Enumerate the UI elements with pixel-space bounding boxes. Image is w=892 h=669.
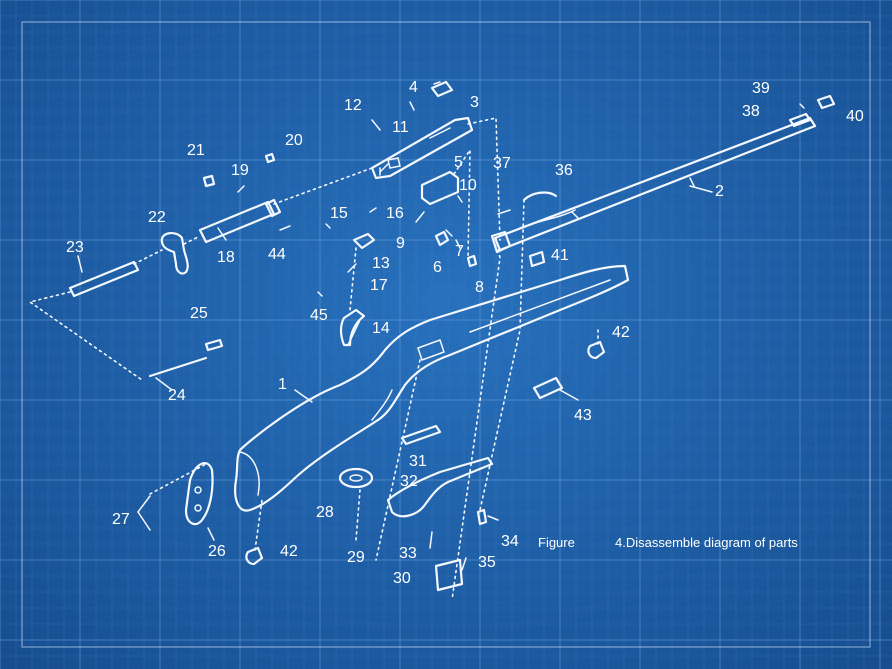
label-part-9: 9 — [396, 235, 405, 252]
label-part-27: 27 — [112, 511, 130, 528]
part-13-sear — [352, 232, 376, 250]
label-part-31: 31 — [409, 453, 427, 470]
part-26-buttplate — [184, 462, 214, 526]
label-part-43: 43 — [574, 407, 592, 424]
label-part-3: 3 — [470, 94, 479, 111]
label-part-2: 2 — [715, 183, 724, 200]
part-41-block — [528, 250, 546, 268]
label-part-8: 8 — [475, 279, 484, 296]
part-23-firing-pin — [68, 260, 140, 298]
caption-text: 4.Disassemble diagram of parts — [615, 535, 798, 550]
assembly-lines — [28, 117, 599, 601]
label-part-41: 41 — [551, 247, 569, 264]
part-43-plate — [532, 376, 564, 400]
part-22-bolt-handle — [160, 232, 189, 275]
part-32-trigger-guard — [386, 456, 494, 518]
label-part-40: 40 — [846, 108, 864, 125]
label-part-28: 28 — [316, 504, 334, 521]
part-24-25-spring — [148, 338, 224, 378]
border-frame — [21, 21, 871, 648]
part-31-plate — [400, 424, 442, 446]
label-part-26: 26 — [208, 543, 226, 560]
label-part-25: 25 — [190, 305, 208, 322]
label-part-42b: 42 — [280, 543, 298, 560]
part-42-swivel — [245, 340, 606, 566]
label-part-38: 38 — [742, 103, 760, 120]
label-part-34: 34 — [501, 533, 519, 550]
label-part-29: 29 — [347, 549, 365, 566]
part-10-pin — [457, 195, 463, 203]
label-part-44: 44 — [268, 246, 286, 263]
label-part-5: 5 — [454, 154, 463, 171]
label-part-17: 17 — [370, 277, 388, 294]
label-part-45: 45 — [310, 307, 328, 324]
part-38-39-40-front-sight — [788, 94, 836, 128]
label-part-1: 1 — [278, 376, 287, 393]
part-28-escutcheon — [338, 467, 374, 489]
label-part-10: 10 — [459, 177, 477, 194]
label-part-42a: 42 — [612, 324, 630, 341]
label-part-11: 11 — [392, 119, 409, 136]
label-part-14: 14 — [372, 320, 390, 337]
label-part-7: 7 — [455, 243, 464, 260]
part-35-magazine — [434, 558, 464, 592]
label-part-12: 12 — [344, 97, 362, 114]
part-14-trigger — [339, 308, 366, 347]
part-44-45-pins — [279, 225, 323, 297]
leader-lines — [77, 81, 713, 571]
caption-prefix: Figure — [538, 535, 575, 550]
label-part-21: 21 — [187, 142, 205, 159]
label-part-15: 15 — [330, 205, 348, 222]
part-18-bolt — [198, 198, 282, 244]
label-part-23: 23 — [66, 239, 84, 256]
part-19-20-21-small — [202, 152, 276, 193]
label-part-18: 18 — [217, 249, 235, 266]
label-part-33: 33 — [399, 545, 417, 562]
part-2-barrel — [490, 116, 817, 254]
label-part-36: 36 — [555, 162, 573, 179]
label-part-4: 4 — [409, 79, 418, 96]
part-labels: 1 2 3 4 5 6 7 8 9 10 11 12 13 14 15 16 1… — [66, 79, 864, 587]
label-part-30: 30 — [393, 570, 411, 587]
label-part-37: 37 — [493, 155, 511, 172]
part-1-stock — [234, 264, 630, 512]
part-11-12-pins — [371, 101, 415, 131]
label-part-32: 32 — [400, 473, 418, 490]
part-6-7-small-parts — [434, 229, 461, 249]
part-36-37-sight — [497, 191, 558, 215]
label-part-6: 6 — [433, 259, 442, 276]
label-part-20: 20 — [285, 132, 303, 149]
label-part-16: 16 — [386, 205, 404, 222]
label-part-39: 39 — [752, 80, 770, 97]
figure-caption: Figure 4.Disassemble diagram of parts — [538, 535, 798, 550]
label-part-13: 13 — [372, 255, 390, 272]
part-9-spring — [415, 211, 425, 223]
label-part-19: 19 — [231, 162, 249, 179]
part-33-34-screws — [429, 508, 488, 549]
part-5-block — [420, 170, 460, 206]
label-part-24: 24 — [168, 387, 186, 404]
label-part-35: 35 — [478, 554, 496, 571]
label-part-22: 22 — [148, 209, 166, 226]
part-3-receiver — [370, 116, 474, 180]
part-4-pin-block — [430, 80, 454, 98]
part-8-pin — [466, 254, 478, 268]
part-27-screws — [137, 495, 151, 531]
